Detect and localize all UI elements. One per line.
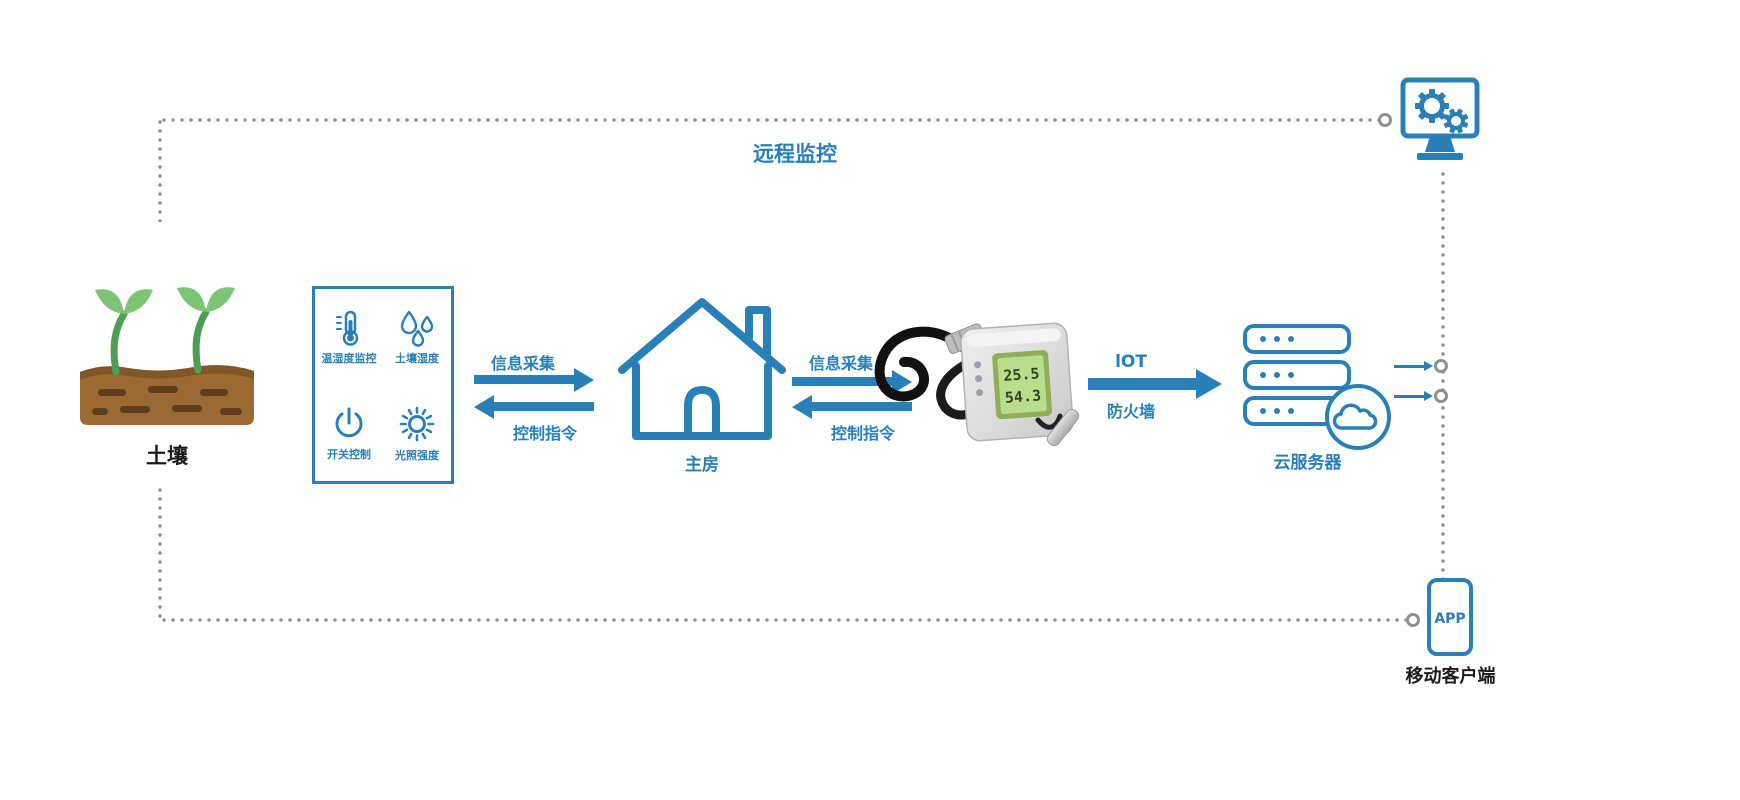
house-label: 主房 xyxy=(685,455,719,475)
control-cmd-arrow-1 xyxy=(494,402,594,411)
iot-label: lOT xyxy=(1115,352,1147,372)
sensor-panel-light-intensity: 光照强度 xyxy=(383,385,451,481)
monitor-gears-icon xyxy=(1400,77,1480,160)
iot-arrow xyxy=(1088,378,1196,390)
bus-node-1 xyxy=(1434,359,1448,373)
dotted-endpoint-top xyxy=(1378,113,1392,127)
sensor-panel: 温湿度监控 土壤湿度 开关控制 xyxy=(312,286,454,484)
gateway-device-photo: 25.5 54.3 xyxy=(874,322,1080,447)
info-collect-arrow-1 xyxy=(474,375,574,384)
bus-node-2 xyxy=(1434,389,1448,403)
dotted-line-left-lower xyxy=(158,488,162,620)
gateway-device: 25.5 54.3 xyxy=(862,298,1094,464)
soil-label: 土壤 xyxy=(146,444,188,468)
info-collect-arrow-2 xyxy=(792,377,892,386)
sensor-panel-label: 土壤湿度 xyxy=(395,351,439,365)
sensor-panel-label: 开关控制 xyxy=(327,447,371,461)
dotted-line-left-upper xyxy=(158,120,162,222)
dotted-line-top xyxy=(162,118,1378,122)
info-collect-label-2: 信息采集 xyxy=(808,354,873,373)
info-collect-label-1: 信息采集 xyxy=(490,354,555,373)
dotted-line-right xyxy=(1441,172,1445,582)
lcd-reading-bottom: 54.3 xyxy=(1004,386,1041,406)
house-icon xyxy=(618,298,786,440)
power-icon xyxy=(335,407,363,437)
mobile-client-label: 移动客户端 xyxy=(1405,666,1496,687)
sensor-panel-switch-control: 开关控制 xyxy=(315,385,383,481)
water-drops-icon xyxy=(400,310,434,347)
house-illustration xyxy=(612,292,792,448)
sun-icon xyxy=(399,406,435,441)
cloud-server-icon xyxy=(1243,324,1391,450)
sensor-panel-label: 温湿度监控 xyxy=(321,351,377,365)
firewall-label: 防火墙 xyxy=(1106,402,1155,421)
app-label: APP xyxy=(1434,611,1465,627)
remote-monitoring-label: 远程监控 xyxy=(753,142,837,166)
plants-icon xyxy=(80,287,254,425)
monitor-workstation xyxy=(1398,76,1482,174)
control-cmd-label-2: 控制指令 xyxy=(830,424,895,443)
mobile-client: APP xyxy=(1424,576,1476,664)
cloud-server-label: 云服务器 xyxy=(1273,453,1342,473)
soil-plants-illustration xyxy=(72,252,262,441)
control-cmd-label-1: 控制指令 xyxy=(512,424,577,443)
sensor-panel-label: 光照强度 xyxy=(395,448,439,462)
lcd-reading-top: 25.5 xyxy=(1003,364,1040,384)
dotted-line-bottom xyxy=(162,618,1406,622)
dotted-endpoint-bottom xyxy=(1406,613,1420,627)
sensor-panel-soil-moisture: 土壤湿度 xyxy=(383,289,451,385)
cloud-to-bus-arrow-1 xyxy=(1394,365,1424,368)
control-cmd-arrow-2 xyxy=(812,402,912,411)
cloud-to-bus-arrow-2 xyxy=(1394,395,1424,398)
thermometer-icon xyxy=(336,310,359,346)
phone-icon: APP xyxy=(1427,578,1473,656)
sensor-panel-temp-humidity: 温湿度监控 xyxy=(315,289,383,385)
cloud-server-illustration xyxy=(1242,322,1397,456)
